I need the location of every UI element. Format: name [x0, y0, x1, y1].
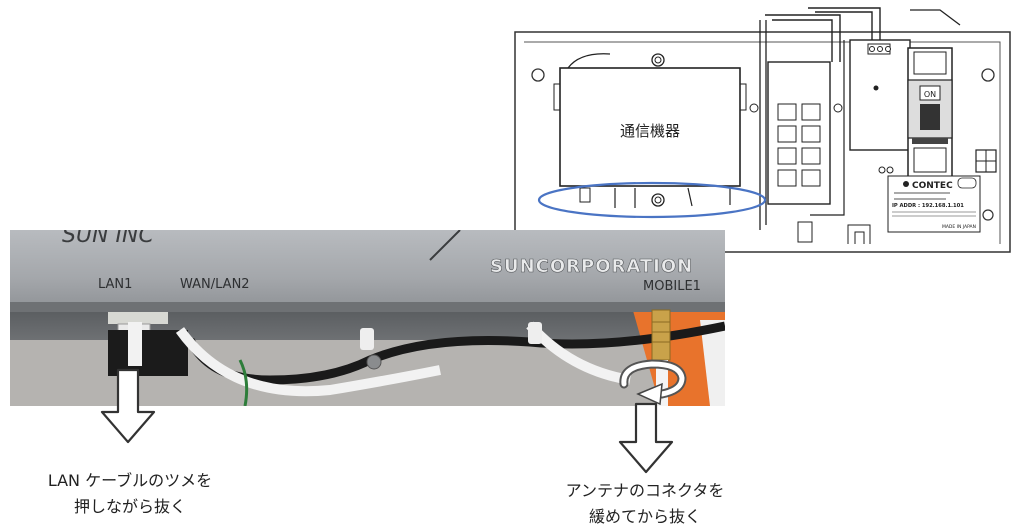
mount-hole-left — [531, 68, 545, 82]
highlight-ellipse — [537, 181, 767, 219]
device-body — [10, 230, 725, 310]
contec-vendor: CONTEC — [912, 181, 953, 191]
down-arrow-antenna — [618, 402, 674, 474]
inset-port-lan1: LAN1 — [98, 277, 132, 292]
enclosure-line-drawing: ON CONTEC IP ADDR : 192.168.1.101 MADE I… — [514, 7, 1011, 253]
device-box — [559, 67, 741, 187]
inset-port-mobile: MOBILE1 — [643, 279, 701, 294]
rotate-arrow — [619, 359, 687, 406]
inset-port-wan: WAN/LAN2 — [180, 277, 250, 292]
callout-antenna-line1: アンテナのコネクタを — [565, 481, 725, 500]
callout-lan-line2: 押しながら抜く — [73, 497, 186, 516]
callout-lan-line1: LAN ケーブルのツメを — [47, 471, 213, 490]
device-label: 通信機器 — [619, 122, 680, 140]
antenna-connector — [651, 309, 671, 361]
inset-logo-fragment: SUN INC — [62, 230, 154, 248]
breaker-on-label: ON — [924, 90, 936, 99]
callout-antenna: アンテナのコネクタを 緩めてから抜く — [530, 478, 760, 530]
hub-block — [767, 61, 831, 205]
power-supply — [849, 39, 911, 151]
callout-lan: LAN ケーブルのツメを 押しながら抜く — [10, 468, 250, 520]
contec-made: MADE IN JAPAN — [942, 224, 976, 230]
down-arrow-lan — [100, 368, 156, 444]
contec-ip: IP ADDR : 192.168.1.101 — [892, 203, 964, 209]
inset-brand: SUNCORPORATION — [490, 256, 693, 277]
mount-hole-right — [981, 68, 995, 82]
callout-antenna-line2: 緩めてから抜く — [588, 507, 701, 526]
